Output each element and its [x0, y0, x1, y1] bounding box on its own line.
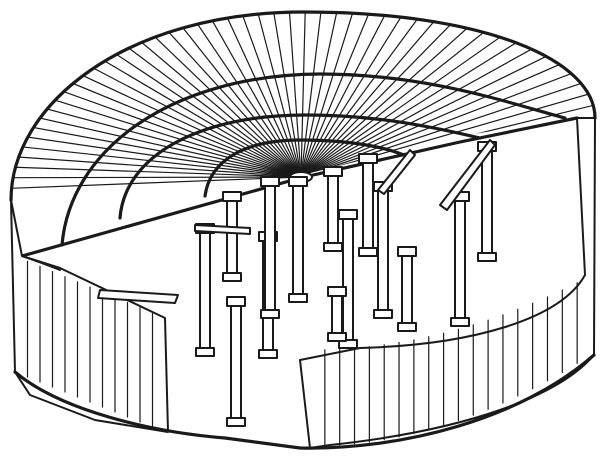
roof-rafter: [300, 12, 499, 178]
column-base: [195, 347, 215, 357]
roof-rafter: [233, 12, 302, 178]
roof-rafter: [300, 12, 476, 178]
beam-left: [97, 289, 179, 304]
roof-rafter: [257, 12, 302, 178]
column-base: [260, 309, 280, 319]
roof-rafter: [11, 45, 302, 178]
column: [226, 296, 246, 427]
column-capital: [397, 246, 417, 257]
roof-rafter: [300, 12, 358, 178]
column: [222, 191, 242, 282]
roof-outer-rim: [9, 10, 597, 202]
column-shaft: [230, 304, 242, 421]
column-base: [288, 293, 308, 303]
beam-centre-right: [377, 149, 416, 195]
roof-rafter: [11, 146, 302, 178]
roof-rafter: [138, 12, 302, 178]
roof-rafter: [11, 32, 302, 178]
column-shaft: [226, 199, 238, 276]
column-base: [477, 252, 497, 262]
roof-rafter: [208, 12, 302, 178]
roof-rafter: [11, 59, 302, 178]
column-capital: [327, 286, 347, 297]
roof-rafter: [72, 12, 302, 178]
column-shaft: [342, 217, 354, 343]
column-base: [226, 417, 246, 427]
column: [338, 209, 358, 349]
interior-columns: [195, 141, 497, 427]
roof-rafter: [282, 12, 302, 178]
roof-rafter: [11, 176, 302, 179]
roof-rafter: [161, 12, 302, 178]
roof-rafter: [52, 12, 302, 178]
column-base: [397, 322, 417, 332]
column-capital: [358, 153, 378, 164]
column-base: [373, 309, 393, 319]
beam-right: [439, 139, 496, 211]
wall-top-band-left: [21, 255, 61, 271]
column: [260, 176, 280, 319]
column-base: [450, 317, 470, 327]
interior-beams: [97, 139, 496, 304]
column-shaft: [292, 184, 304, 297]
roof-rafter: [93, 12, 302, 178]
column: [397, 246, 417, 332]
roof-rafter: [11, 73, 302, 178]
column-shaft: [362, 161, 374, 251]
column-shaft: [454, 199, 466, 321]
column-base: [323, 242, 343, 252]
column-capital: [338, 209, 358, 220]
column-capital: [323, 166, 343, 177]
roof-rafter: [300, 12, 382, 178]
column-base: [338, 339, 358, 349]
roof-rafter: [300, 12, 407, 178]
interior-floor: [60, 120, 585, 355]
column-shaft: [264, 184, 276, 313]
beam-left-upper: [194, 224, 251, 235]
roof-ring-inner: [118, 113, 482, 220]
roof-rafter: [11, 12, 302, 178]
roof-rafter: [300, 12, 454, 178]
roof-rafter: [300, 12, 333, 178]
roof-rafter: [11, 176, 302, 194]
wall-base-line: [13, 353, 596, 450]
roof-rafter: [184, 12, 302, 178]
column-shaft: [401, 254, 413, 326]
roof-ring-innermost: [203, 138, 412, 198]
roof-rafter: [11, 87, 302, 178]
column: [327, 286, 347, 342]
column: [288, 176, 308, 303]
roof-rafter: [300, 12, 309, 178]
column-capital: [260, 176, 280, 187]
column-base: [327, 332, 347, 342]
column-capital: [288, 176, 308, 187]
roof-rafter: [11, 12, 302, 178]
roof-cut-edge: [20, 116, 579, 258]
column-shaft: [327, 174, 339, 246]
roof-rafter: [11, 101, 302, 178]
roof-rafter: [115, 12, 302, 178]
outer-wall: [10, 117, 596, 450]
roof-rafter: [300, 12, 430, 178]
column-shaft: [331, 294, 343, 336]
roof-ring-middle: [60, 72, 567, 247]
column-shaft: [481, 149, 493, 256]
column-shaft: [377, 189, 389, 313]
column-base: [258, 349, 278, 359]
roof-rafter: [11, 131, 302, 178]
column: [358, 153, 378, 257]
column-base: [358, 247, 378, 257]
roof-rafter: [11, 116, 302, 178]
column-capital: [226, 296, 246, 307]
column-capital: [222, 191, 242, 202]
column-base: [222, 272, 242, 282]
column-shaft: [199, 231, 211, 351]
